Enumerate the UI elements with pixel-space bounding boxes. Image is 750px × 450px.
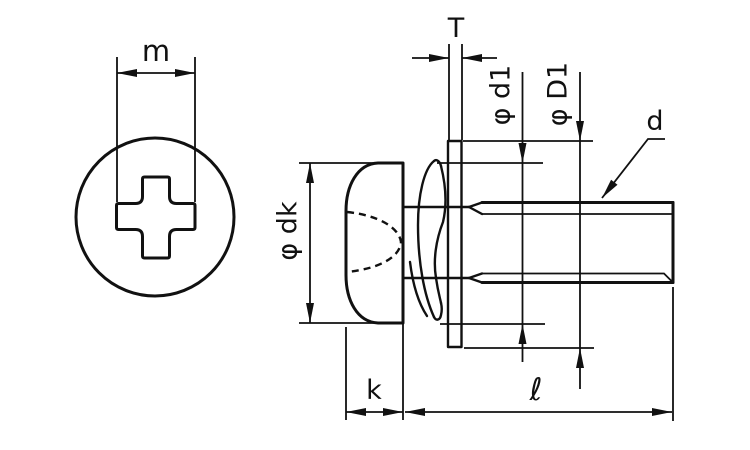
- label-D1: φ D1: [543, 62, 574, 126]
- spring-washer: [408, 158, 447, 321]
- arrowhead: [602, 179, 618, 198]
- arrowhead-left: [405, 408, 425, 416]
- thread-runout-bottom: [467, 272, 484, 284]
- spring-washer-edge: [433, 164, 447, 305]
- label-m: m: [142, 34, 170, 68]
- label-k: k: [366, 375, 382, 406]
- dimension-dk: φ dk: [273, 162, 403, 324]
- arrowhead-bottom: [518, 324, 527, 344]
- label-T: T: [447, 13, 465, 44]
- phillips-recess-cross: [115, 175, 197, 260]
- arrowhead-bottom: [576, 348, 584, 368]
- dimension-D1: φ D1: [463, 62, 594, 389]
- screw-side-view: T φ dk φ d1 φ D1: [273, 13, 675, 421]
- leader-line: [601, 138, 665, 199]
- label-d1: φ d1: [486, 65, 517, 126]
- spring-washer-bottom-cap: [432, 301, 443, 321]
- arrowhead-left: [117, 69, 137, 77]
- arrowhead-right: [175, 69, 195, 77]
- threaded-shaft: [467, 201, 675, 284]
- label-dk: φ dk: [273, 201, 304, 261]
- leader-d: d: [601, 106, 665, 199]
- dimension-d1: φ d1: [437, 65, 545, 362]
- head-front-view: m: [74, 34, 236, 298]
- arrowhead-left: [346, 408, 366, 416]
- label-length: ℓ: [529, 372, 543, 408]
- spring-washer-top-cap: [432, 158, 443, 168]
- head-outline-side: [344, 161, 405, 325]
- arrowhead-right: [383, 408, 403, 416]
- label-d: d: [646, 106, 663, 137]
- arrowhead-right: [462, 54, 482, 62]
- dimension-T: T: [412, 13, 497, 140]
- arrowhead-top: [518, 143, 527, 163]
- arrowhead-bottom: [306, 303, 314, 323]
- dimension-k: k: [345, 323, 404, 420]
- recess-hidden-outline: [346, 210, 403, 274]
- thread-runout-top: [467, 201, 484, 216]
- head-outline-circle: [74, 136, 236, 298]
- pan-head-side: [344, 161, 405, 325]
- arrowhead-top: [306, 163, 314, 183]
- flat-washer: [446, 139, 463, 349]
- arrowhead-right: [652, 408, 672, 416]
- dimension-m: m: [116, 34, 196, 202]
- arrowhead-top: [576, 121, 584, 141]
- spring-washer-edge: [408, 260, 429, 318]
- spring-washer-edge: [416, 159, 436, 319]
- dimension-length: ℓ: [405, 287, 674, 421]
- arrowhead-left: [429, 54, 449, 62]
- thread-root-bottom: [482, 272, 673, 283]
